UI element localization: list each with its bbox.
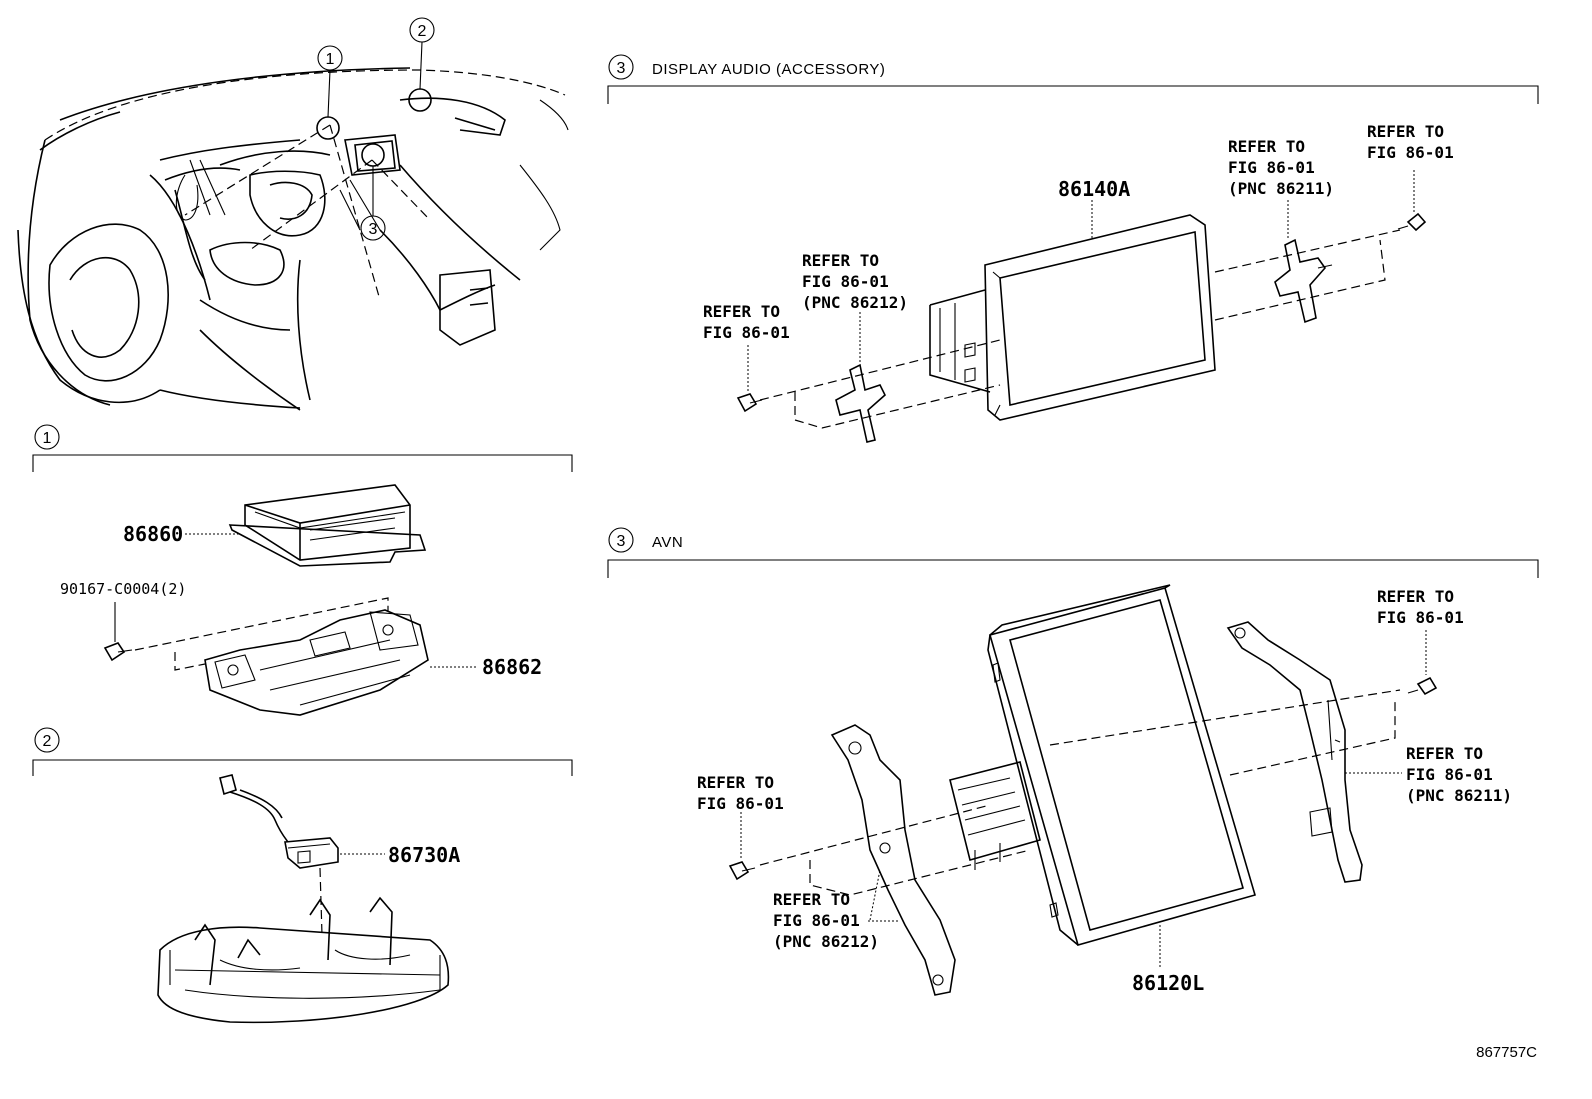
callout-3: 3 [369, 221, 378, 238]
part-86860: 86860 [123, 522, 183, 546]
ecu-body [244, 484, 411, 561]
da-ref-right-bracket-2: FIG 86-01 [1228, 158, 1315, 177]
display-audio-left-screw [736, 393, 763, 413]
car-interior-overview: 1 2 3 [17, 17, 569, 411]
da-ref-left-bracket-2: FIG 86-01 [802, 272, 889, 291]
callout-1: 1 [326, 51, 335, 68]
avn-ref-left-bracket-2: FIG 86-01 [773, 911, 860, 930]
part-86140A: 86140A [1058, 177, 1130, 201]
avn-left-screw [728, 861, 756, 881]
screw-90167 [103, 642, 133, 662]
avn-ref-right-bracket-2: FIG 86-01 [1406, 765, 1493, 784]
display-86140A-frame [984, 214, 1216, 421]
callout-2: 2 [418, 23, 427, 40]
da-ref-left-bracket-1: REFER TO [802, 251, 879, 270]
da-ref-right-screw-2: FIG 86-01 [1367, 143, 1454, 162]
avn-ref-left-bracket-3: (PNC 86212) [773, 932, 879, 951]
avn-title: AVN [652, 534, 683, 551]
section-display-audio: 3 DISPLAY AUDIO (ACCESSORY) 86140A [607, 54, 1539, 443]
avn-ref-left-screw-2: FIG 86-01 [697, 794, 784, 813]
section-1-number: 1 [43, 430, 52, 447]
part-86862: 86862 [482, 655, 542, 679]
da-ref-right-bracket-3: (PNC 86211) [1228, 179, 1334, 198]
display-audio-number: 3 [617, 60, 626, 77]
overhead-console [157, 926, 450, 1024]
avn-left-bracket [830, 724, 956, 996]
da-ref-left-bracket-3: (PNC 86212) [802, 293, 908, 312]
display-86140A-screen [999, 231, 1206, 406]
avn-number: 3 [617, 533, 626, 550]
da-ref-right-bracket-1: REFER TO [1228, 137, 1305, 156]
display-audio-title: DISPLAY AUDIO (ACCESSORY) [652, 61, 885, 78]
avn-display-screen [1009, 599, 1244, 931]
da-ref-left-screw-2: FIG 86-01 [703, 323, 790, 342]
avn-ref-right-screw-2: FIG 86-01 [1377, 608, 1464, 627]
section-avn: 3 AVN 86120L [607, 527, 1539, 996]
avn-ref-left-screw-1: REFER TO [697, 773, 774, 792]
section-2: 2 86730A [32, 727, 573, 1024]
avn-ref-right-screw-1: REFER TO [1377, 587, 1454, 606]
da-ref-left-screw-1: REFER TO [703, 302, 780, 321]
part-86730A: 86730A [388, 843, 460, 867]
avn-ref-left-bracket-1: REFER TO [773, 890, 850, 909]
section-2-number: 2 [43, 733, 52, 750]
display-audio-right-screw [1397, 212, 1427, 232]
avn-right-screw [1407, 676, 1438, 696]
avn-right-bracket [1226, 621, 1363, 883]
figure-id: 867757C [1476, 1044, 1537, 1061]
avn-ref-right-bracket-3: (PNC 86211) [1406, 786, 1512, 805]
display-audio-left-bracket [835, 363, 886, 443]
avn-ref-right-bracket-1: REFER TO [1406, 744, 1483, 763]
section-1: 1 86860 90167-C0004(2) 86862 [32, 424, 573, 716]
display-audio-right-bracket [1274, 238, 1327, 324]
ecu-base-plate [228, 524, 427, 567]
sensor-86730A-body [284, 837, 339, 869]
da-ref-right-screw-1: REFER TO [1367, 122, 1444, 141]
avn-chassis [949, 761, 1041, 861]
bracket-86862 [204, 609, 429, 716]
part-90167-C0004: 90167-C0004(2) [60, 580, 186, 598]
part-86120L: 86120L [1132, 971, 1204, 995]
avn-display-frame [989, 587, 1256, 946]
